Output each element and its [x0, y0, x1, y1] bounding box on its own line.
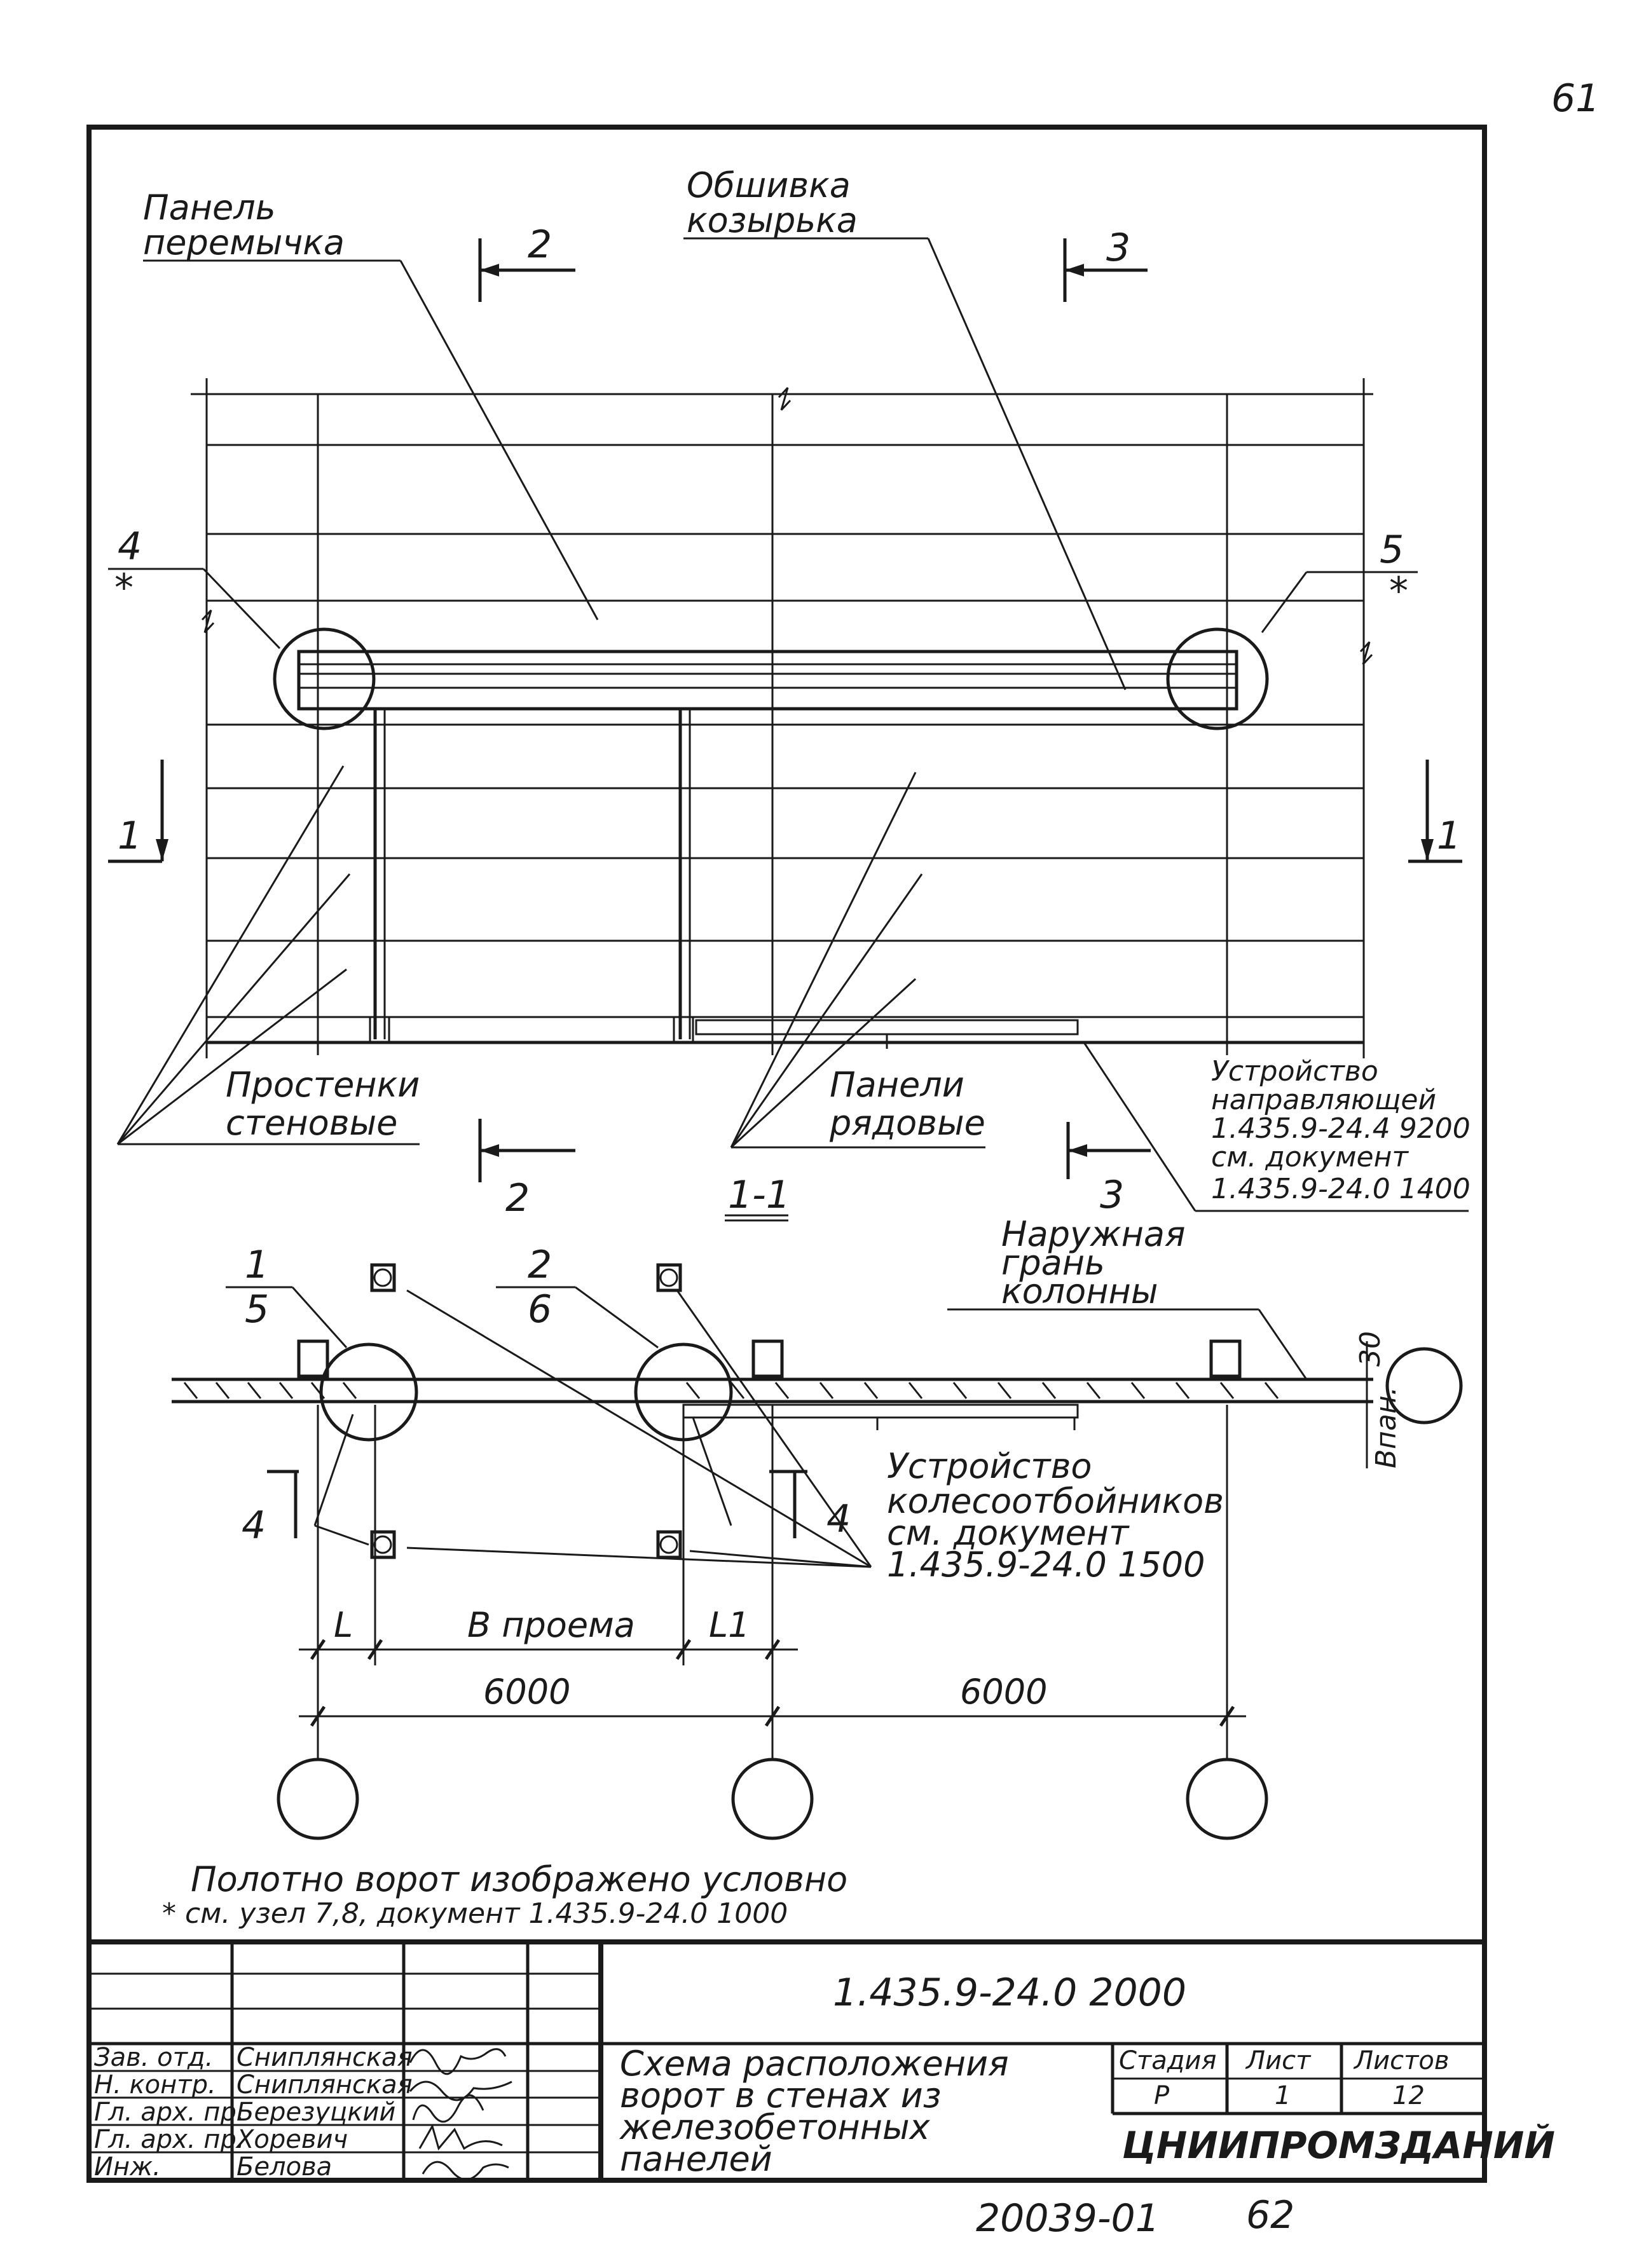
label-guide-5: 1.435.9-24.0 1400 — [1211, 1173, 1471, 1205]
sheet-label: Лист — [1245, 2046, 1312, 2075]
label-guide-1: Устройство — [1211, 1055, 1378, 1088]
title-block: 1.435.9-24.0 2000 Схема расположения вор… — [89, 1939, 1555, 2182]
node-circle-4 — [273, 627, 376, 730]
section-4-left: 4 — [242, 1503, 266, 1548]
label-panel-lintel-1: Панель — [143, 188, 276, 228]
node-label-5: 5 — [1380, 528, 1404, 572]
callout-5: 5 — [245, 1287, 269, 1332]
node-star-4: * — [114, 566, 134, 610]
label-canopy-2: козырька — [687, 200, 858, 240]
sheets-value: 12 — [1392, 2081, 1425, 2110]
label-canopy-1: Обшивка — [687, 165, 851, 205]
signature-3 — [412, 2094, 484, 2123]
dim-30: 30 — [1354, 1331, 1387, 1367]
label-guide-4: см. документ — [1211, 1141, 1409, 1173]
axis-bubble-3 — [1186, 1758, 1268, 1840]
section-mark-3-top: 3 — [1106, 226, 1130, 270]
name-4: Хоревич — [235, 2125, 348, 2154]
note-line-1: Полотно ворот изображено условно — [191, 1859, 847, 1899]
lintel-panel — [297, 650, 1238, 711]
label-outer-face-3: колонны — [1001, 1271, 1158, 1311]
label-outer-face-1: Наружная — [1001, 1214, 1185, 1254]
name-2: Сниплянская — [237, 2070, 413, 2100]
stage-value: Р — [1154, 2081, 1170, 2110]
name-3: Березуцкий — [237, 2098, 395, 2127]
label-outer-face-2: грань — [1001, 1243, 1105, 1283]
label-wheel-guards-2: колесоотбойников — [887, 1481, 1224, 1521]
sheets-label: Листов — [1353, 2046, 1449, 2075]
section-mark-1-right: 1 — [1437, 814, 1461, 858]
page-number: 61 — [1551, 76, 1600, 121]
node-star-5: * — [1389, 569, 1408, 613]
callout-2: 2 — [528, 1243, 552, 1287]
section-mark-2-bottom: 2 — [505, 1176, 530, 1220]
label-wall-piers-1: Простенки — [226, 1065, 420, 1105]
label-row-panels-2: рядовые — [829, 1103, 985, 1143]
label-panel-lintel-2: перемычка — [143, 222, 345, 263]
node-circle-1-5 — [319, 1342, 418, 1442]
name-5: Белова — [237, 2152, 332, 2182]
role-1: Зав. отд. — [94, 2043, 213, 2072]
plan-title: 1-1 — [728, 1173, 790, 1217]
signature-2 — [409, 2080, 512, 2101]
label-row-panels-1: Панели — [830, 1065, 964, 1105]
doc-title-2: ворот в стенах из — [620, 2075, 942, 2115]
axis-bubble-1 — [277, 1758, 359, 1840]
bottom-page: 62 — [1246, 2193, 1294, 2237]
signature-1 — [409, 2048, 507, 2075]
dim-L: L — [334, 1605, 353, 1645]
elevation-view: 4 * 5 * 2 3 2 3 1 1 Панель перем — [108, 165, 1471, 1220]
dim-b-pan: Впан. — [1370, 1386, 1402, 1468]
dim-6000-b: 6000 — [960, 1672, 1047, 1712]
callout-6: 6 — [528, 1287, 552, 1332]
doc-title-3: железобетонных — [619, 2107, 931, 2147]
organization: ЦНИИПРОМЗДАНИЙ — [1122, 2123, 1555, 2167]
section-mark-3-bottom: 3 — [1100, 1173, 1124, 1217]
label-guide-2: направляющей — [1211, 1084, 1436, 1116]
label-wall-piers-2: стеновые — [226, 1103, 397, 1143]
role-4: Гл. арх. пр. — [94, 2125, 245, 2154]
label-wheel-guards-1: Устройство — [887, 1446, 1092, 1486]
sheet-frame — [86, 125, 1487, 2183]
dim-b-opening: В проема — [467, 1605, 635, 1645]
label-wheel-guards-3: см. документ — [887, 1513, 1130, 1553]
section-mark-1-left: 1 — [118, 814, 142, 858]
sheet-value: 1 — [1275, 2081, 1291, 2110]
guide-rail — [695, 1019, 1079, 1035]
doc-code: 1.435.9-24.0 2000 — [833, 1971, 1186, 2015]
role-3: Гл. арх. пр. — [94, 2098, 245, 2127]
doc-title-4: панелей — [620, 2139, 772, 2179]
note-line-2: * см. узел 7,8, документ 1.435.9-24.0 10… — [162, 1897, 788, 1930]
name-1: Сниплянская — [237, 2043, 413, 2072]
axis-bubble-right — [1385, 1347, 1463, 1424]
role-2: Н. контр. — [94, 2070, 216, 2100]
dim-L1: L1 — [709, 1605, 750, 1645]
label-guide-3: 1.435.9-24.4 9200 — [1211, 1112, 1471, 1145]
node-circle-5 — [1166, 627, 1269, 730]
node-label-4: 4 — [118, 524, 142, 569]
signature-5 — [422, 2161, 509, 2181]
doc-title-1: Схема расположения — [620, 2044, 1009, 2084]
section-mark-2-top: 2 — [528, 222, 552, 267]
plan-section-1-1: 1-1 Наружная грань колонны 1 5 2 6 — [172, 1173, 1463, 1840]
section-4-right: 4 — [826, 1497, 851, 1541]
callout-1: 1 — [245, 1243, 269, 1287]
bottom-code: 20039-01 — [976, 2196, 1160, 2241]
stage-label: Стадия — [1119, 2046, 1216, 2075]
label-wheel-guards-4: 1.435.9-24.0 1500 — [887, 1545, 1205, 1585]
signature-4 — [418, 2124, 503, 2151]
role-5: Инж. — [94, 2152, 161, 2182]
dim-6000-a: 6000 — [483, 1672, 570, 1712]
axis-bubble-2 — [731, 1758, 814, 1840]
